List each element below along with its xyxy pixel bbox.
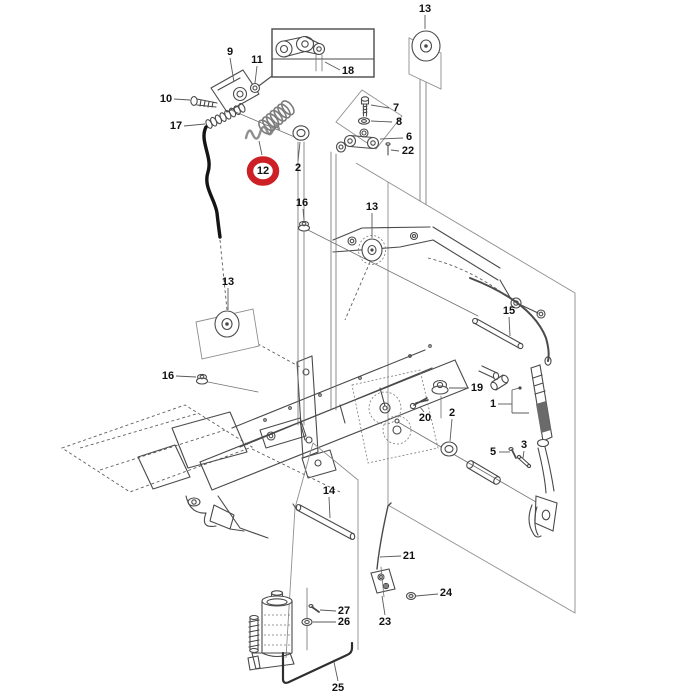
callout-2-top: 2 [295, 162, 301, 174]
callout-21: 21 [403, 550, 415, 562]
inset-detail-box [271, 28, 375, 78]
callout-7: 7 [393, 102, 399, 114]
callout-13-right: 13 [366, 201, 378, 213]
leader-12 [258, 140, 263, 156]
callout-18: 18 [342, 65, 354, 77]
callout-27: 27 [338, 605, 350, 617]
nut-24-icon [405, 592, 417, 600]
lever-1-assembly [490, 364, 558, 538]
leader-23 [381, 595, 386, 616]
leader-2-mid [449, 418, 453, 442]
leader-7 [370, 104, 390, 109]
nut-11-icon [249, 82, 261, 94]
canister-assembly [247, 590, 295, 671]
sleeve-icon [467, 460, 500, 485]
screw-5-icon [511, 449, 517, 459]
pulley-13-right-icon [358, 235, 386, 265]
bushing-2-top-icon [292, 125, 310, 141]
callout-12: 12 [257, 165, 269, 177]
screw-27-icon [308, 604, 320, 613]
leader-3 [522, 450, 525, 459]
chassis-frame [60, 226, 552, 539]
leader-16-left [175, 375, 197, 378]
pin-3-icon [517, 455, 531, 468]
callout-19: 19 [471, 382, 483, 394]
callout-9: 9 [227, 46, 233, 58]
leader-21 [379, 555, 402, 558]
pulley-13-left-icon [214, 310, 240, 338]
leader-lines [173, 15, 529, 682]
washer-26-icon [301, 618, 313, 626]
bushing-2-mid-icon [440, 441, 458, 457]
callout-14: 14 [323, 485, 336, 497]
rod-14-icon [292, 503, 356, 541]
rod-15-icon [472, 317, 524, 350]
washer-8-icon [357, 117, 371, 125]
leader-14 [328, 496, 331, 519]
torsion-spring-12-icon [244, 124, 281, 140]
leader-10 [173, 98, 191, 101]
cotter-pin-20-icon [413, 397, 429, 406]
leader-15 [508, 316, 511, 337]
cable-icon [202, 125, 228, 311]
callout-17: 17 [170, 120, 182, 132]
callout-24: 24 [440, 587, 453, 599]
leader-20 [419, 406, 425, 413]
callout-26: 26 [338, 616, 350, 628]
spring-damper-icon [248, 617, 260, 651]
coil-spring-icon [258, 100, 295, 135]
pulley-13-top-icon [411, 30, 441, 62]
leader-11 [254, 65, 258, 84]
leader-8 [370, 120, 393, 123]
spring-17-icon [205, 103, 246, 129]
leader-9 [229, 57, 235, 83]
callout-13-top: 13 [419, 3, 431, 15]
callout-2-mid: 2 [449, 407, 455, 419]
callout-23: 23 [379, 616, 391, 628]
leader-6 [379, 137, 404, 140]
callout-22: 22 [402, 145, 414, 157]
leader-2-top [297, 141, 301, 162]
rod-21-icon [376, 502, 392, 570]
callout-6: 6 [406, 131, 412, 143]
callout-20: 20 [419, 412, 431, 424]
projection-lines [207, 61, 549, 651]
callout-11: 11 [251, 54, 263, 66]
leader-1 [511, 387, 520, 391]
leader-17 [183, 123, 206, 127]
bracket-23-icon [370, 566, 396, 598]
rod-25-icon [281, 641, 354, 684]
leader-25 [333, 661, 339, 682]
leader-18 [324, 61, 341, 71]
callout-3: 3 [521, 439, 527, 451]
highlight-ring [246, 156, 280, 186]
nut-16-left-icon [195, 373, 209, 385]
leader-24 [415, 593, 439, 597]
callout-16-left: 16 [162, 370, 174, 382]
leader-16-top [302, 208, 305, 221]
nut-16-top-icon [297, 220, 311, 232]
link-6-assembly [335, 96, 391, 156]
callout-16-top: 16 [296, 197, 308, 209]
linkage-right [409, 379, 532, 485]
leader-27 [319, 609, 337, 612]
leader-22 [390, 149, 400, 152]
callout-15: 15 [503, 305, 515, 317]
callout-13-left: 13 [222, 276, 234, 288]
callout-25: 25 [332, 682, 344, 694]
callout-8: 8 [396, 116, 402, 128]
screw-10-icon [190, 96, 198, 106]
callout-1: 1 [490, 398, 496, 410]
callout-5: 5 [490, 446, 496, 458]
callout-10: 10 [160, 93, 172, 105]
